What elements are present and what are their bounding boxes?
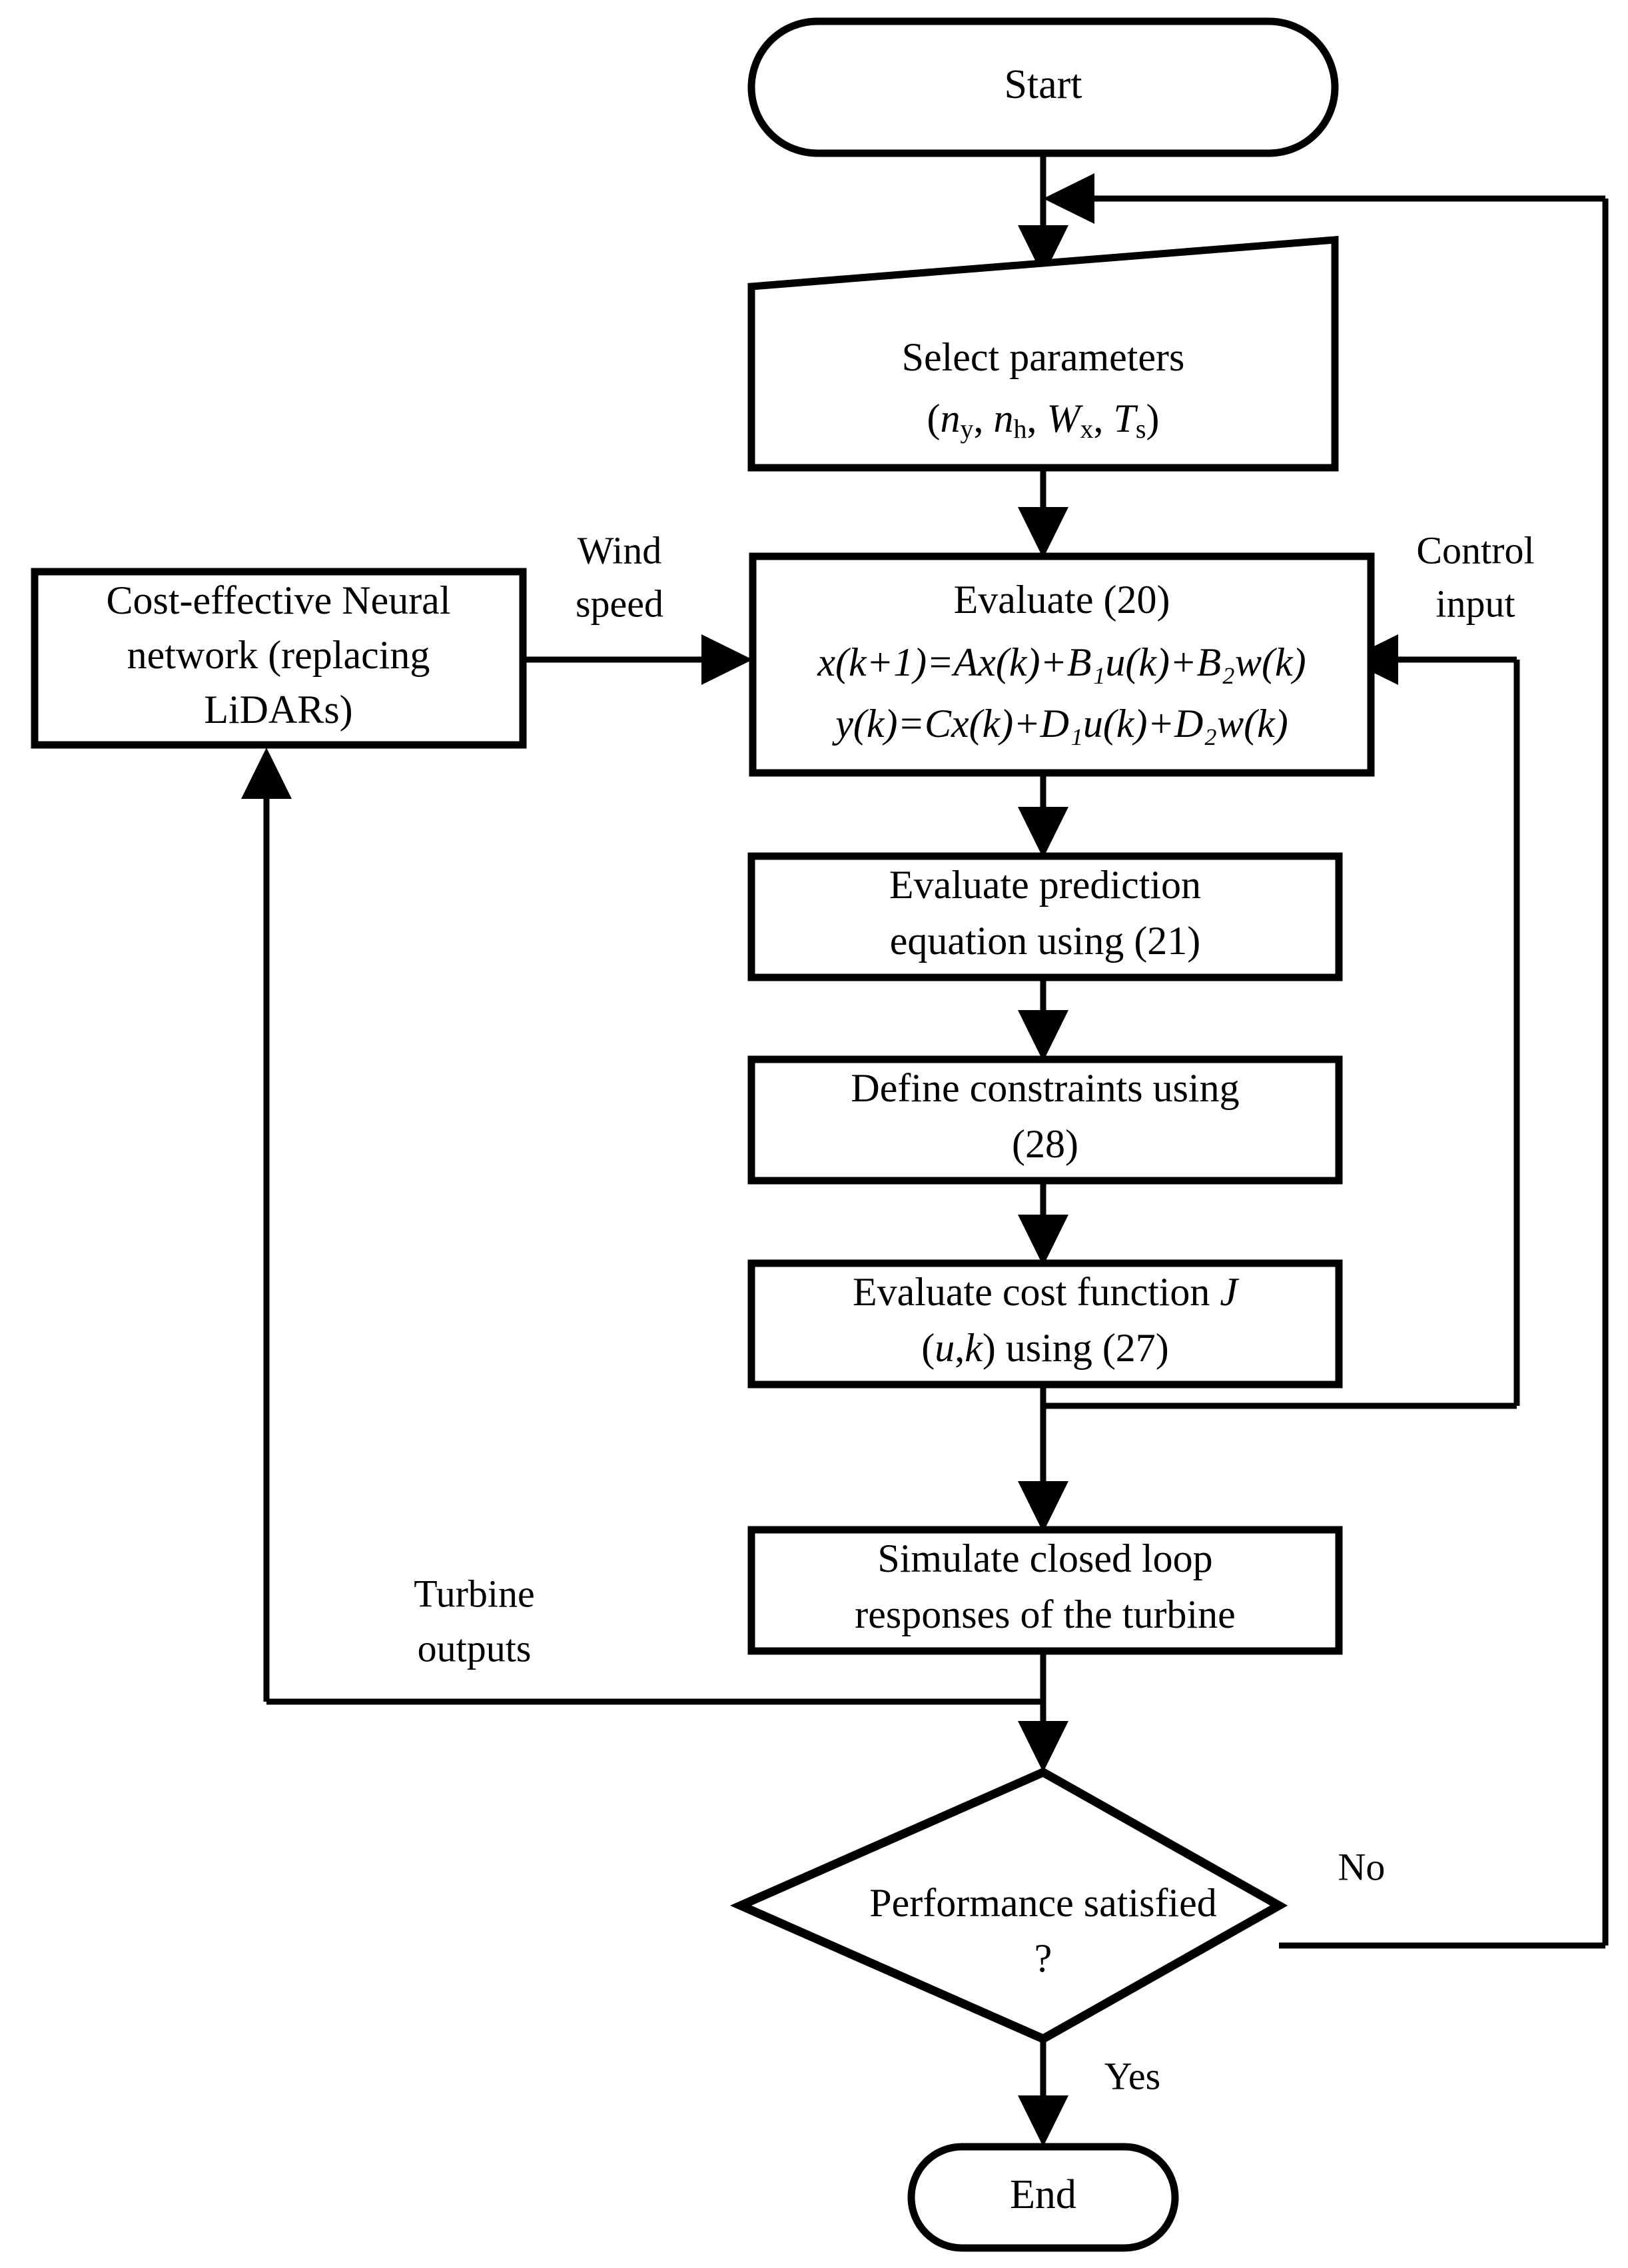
arrowhead-no-return xyxy=(1043,173,1094,224)
arrowhead-select xyxy=(1018,225,1068,277)
node-evaluate-20[interactable]: Evaluate (20) x(k+1)=Ax(k)+B₁u(k)+B₂w(k)… xyxy=(749,552,1375,777)
arrowheads xyxy=(241,173,1398,2147)
param-0-sub: y xyxy=(961,414,974,444)
turbine-outputs-line2: outputs xyxy=(418,1626,532,1670)
param-2-sub: x xyxy=(1080,414,1094,444)
paren-open: ( xyxy=(927,396,941,440)
edge-label-wind-speed: Wind speed xyxy=(576,528,663,625)
constraints-shape xyxy=(747,1055,1343,1185)
constraints-line2: (28) xyxy=(1012,1122,1078,1166)
arrowhead-evaluate xyxy=(1018,507,1068,558)
prediction-shape xyxy=(747,852,1343,981)
evaluate-20-line1: Evaluate (20) xyxy=(954,578,1170,622)
arrowhead-windspeed xyxy=(701,634,753,685)
paren-close: ) xyxy=(1146,396,1159,440)
neural-network-line1: Cost-effective Neural xyxy=(106,578,450,622)
neural-network-line3: LiDARs) xyxy=(204,688,352,732)
end-shape xyxy=(907,2143,1179,2252)
node-decision[interactable]: Performance satisfied ? xyxy=(729,1767,1288,2044)
no-label: No xyxy=(1338,1845,1386,1888)
param-2-base: W xyxy=(1047,396,1084,440)
cost-function-shape xyxy=(747,1259,1343,1389)
param-0-base: n xyxy=(941,396,961,440)
evaluate-20-eq2: y(k)=Cx(k)+D₁u(k)+D₂w(k) xyxy=(831,702,1288,746)
simulate-line2: responses of the turbine xyxy=(855,1592,1236,1636)
param-1-sub: h xyxy=(1014,414,1027,444)
decision-line1: Performance satisfied xyxy=(869,1881,1216,1925)
node-neural-network[interactable]: Cost-effective Neural network (replacing… xyxy=(31,568,527,749)
neural-network-line2: network (replacing xyxy=(127,633,430,677)
prediction-line2: equation using (21) xyxy=(890,919,1201,963)
param-1-base: n xyxy=(994,396,1014,440)
wind-speed-line1: Wind xyxy=(578,528,662,572)
select-parameters-params: (ny, nh, Wx, Ts) xyxy=(927,396,1160,444)
arrowhead-constraints xyxy=(1018,1010,1068,1061)
select-parameters-shape xyxy=(747,236,1339,472)
node-select-parameters[interactable]: Select parameters (ny, nh, Wx, Ts) xyxy=(747,236,1339,472)
arrowhead-cost xyxy=(1018,1215,1068,1266)
node-constraints[interactable]: Define constraints using (28) xyxy=(747,1055,1343,1185)
turbine-outputs-line1: Turbine xyxy=(414,1572,535,1615)
start-shape xyxy=(747,17,1339,157)
constraints-line1: Define constraints using xyxy=(851,1066,1239,1110)
cost-function-J: J xyxy=(1220,1270,1239,1314)
control-input-line2: input xyxy=(1435,582,1515,625)
wind-speed-line2: speed xyxy=(576,582,663,625)
node-cost-function[interactable]: Evaluate cost function J (u,k) using (27… xyxy=(747,1259,1343,1389)
node-start[interactable]: Start xyxy=(747,17,1339,157)
start-label: Start xyxy=(1004,62,1082,107)
end-label: End xyxy=(1010,2172,1076,2217)
node-simulate[interactable]: Simulate closed loop responses of the tu… xyxy=(747,1526,1343,1655)
edge-label-control-input: Control input xyxy=(1416,528,1534,625)
cost-function-line1: Evaluate cost function J xyxy=(853,1270,1239,1314)
control-input-line1: Control xyxy=(1416,528,1534,572)
neural-network-shape xyxy=(31,568,527,749)
simulate-shape xyxy=(747,1526,1343,1655)
param-3-sub: s xyxy=(1136,414,1146,444)
select-parameters-line1: Select parameters xyxy=(902,335,1185,379)
arrowhead-decision xyxy=(1018,1721,1068,1772)
arrowhead-simulate xyxy=(1018,1481,1068,1532)
decision-line2: ? xyxy=(1034,1936,1052,1980)
param-3-base: T xyxy=(1114,396,1138,440)
arrowhead-turbine-into-nn xyxy=(241,748,292,799)
evaluate-20-eq1: x(k+1)=Ax(k)+B₁u(k)+B₂w(k) xyxy=(817,640,1306,684)
simulate-line1: Simulate closed loop xyxy=(877,1536,1212,1580)
yes-label: Yes xyxy=(1104,2054,1160,2097)
arrowhead-end xyxy=(1018,2095,1068,2147)
node-prediction[interactable]: Evaluate prediction equation using (21) xyxy=(747,852,1343,981)
evaluate-20-shape xyxy=(749,552,1375,777)
arrowhead-prediction xyxy=(1018,807,1068,858)
prediction-line1: Evaluate prediction xyxy=(889,863,1201,907)
cost-function-line1-text: Evaluate cost function xyxy=(853,1270,1220,1314)
edge-label-turbine-outputs: Turbine outputs xyxy=(414,1572,535,1670)
cost-function-line2: (u,k) using (27) xyxy=(921,1326,1169,1370)
node-end[interactable]: End xyxy=(907,2143,1179,2252)
decision-shape xyxy=(729,1767,1288,2044)
